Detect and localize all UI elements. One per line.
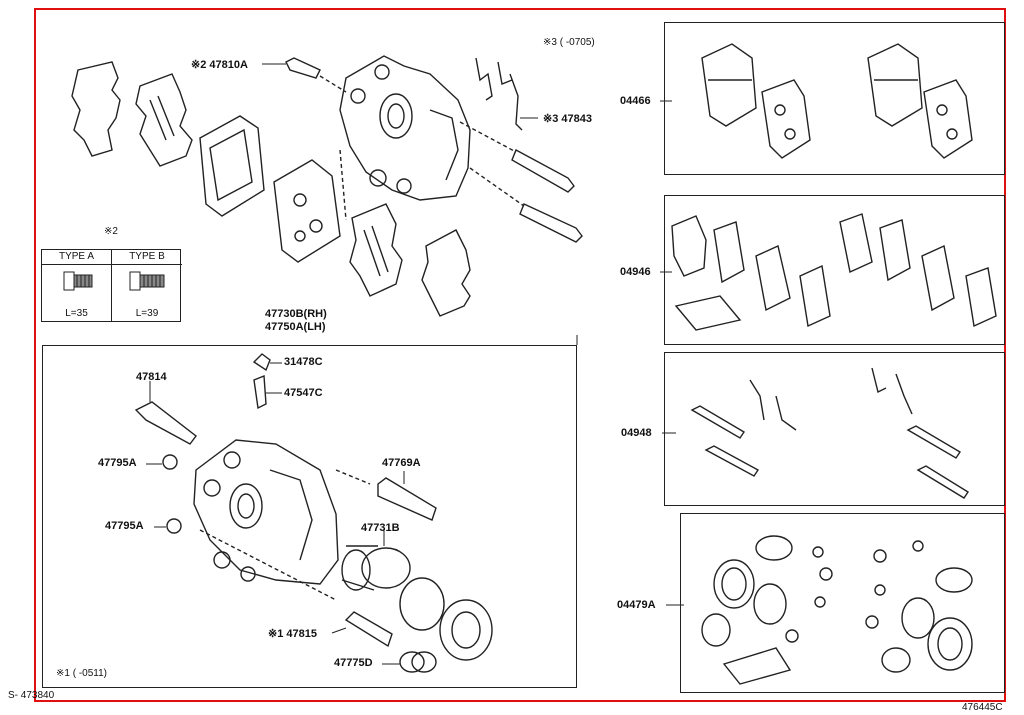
pin-icon (344, 611, 393, 648)
label-47547c: 47547C (284, 387, 323, 399)
brake-pad-icon (701, 43, 757, 127)
caliper-assembly-box (42, 345, 577, 688)
bleeder-screw-icon (253, 374, 267, 410)
bolt-type-table: TYPE A L=35 TYPE B L=39 (41, 249, 182, 322)
kit-label-04479a: 04479A (617, 599, 656, 611)
kit-04479-box (680, 513, 1005, 693)
note-top: ※3 ( -0705) (543, 37, 595, 48)
label-47810a: ※2 47810A (191, 59, 248, 71)
label-47730b: 47730B(RH) (265, 308, 327, 320)
label-47843: ※3 47843 (543, 113, 592, 125)
kit-label-04948: 04948 (621, 427, 652, 439)
clip-icon (475, 57, 523, 131)
diagram-frame (34, 8, 1006, 702)
type-a-label: TYPE A (42, 250, 111, 265)
kit-label-04466: 04466 (620, 95, 651, 107)
bolt-icon (285, 57, 321, 79)
seal-kit-icon (701, 535, 973, 685)
pin-set-icon (690, 367, 969, 499)
label-47795a-1: 47795A (98, 457, 137, 469)
bleeder-cap-icon (252, 353, 271, 372)
label-47731b: 47731B (361, 522, 400, 534)
label-47815: ※1 47815 (268, 628, 317, 640)
label-47750a: 47750A(LH) (265, 321, 326, 333)
shim-icon (923, 79, 973, 159)
kit-label-04946: 04946 (620, 266, 651, 278)
piston-boot-icon (439, 599, 493, 661)
shim-set-icon (671, 213, 997, 331)
label-47814: 47814 (136, 371, 167, 383)
label-31478c: 31478C (284, 356, 323, 368)
slide-pin-icon (377, 477, 437, 521)
caliper-mount-icon (339, 55, 471, 201)
label-47769a: 47769A (382, 457, 421, 469)
type-a-length: L=35 (65, 308, 88, 319)
brake-pad-icon (273, 159, 341, 263)
type-b-cell: TYPE B L=39 (112, 250, 182, 321)
type-b-label: TYPE B (112, 250, 182, 265)
washer-icon (162, 454, 178, 470)
bushing-icon (399, 651, 437, 673)
type-b-bolt-icon (129, 271, 165, 291)
brake-pad-icon (199, 115, 265, 217)
footer-left: S- 473840 (8, 690, 55, 701)
label-47775d: 47775D (334, 657, 373, 669)
shim-icon (421, 229, 471, 317)
type-ref-mark: ※2 (104, 226, 118, 237)
piston-icon (341, 545, 411, 591)
kit-04946-box (664, 195, 1005, 345)
shim-icon (135, 73, 193, 167)
guide-pin-icon (511, 149, 575, 193)
kit-04948-box (664, 352, 1005, 506)
type-b-length: L=39 (135, 308, 159, 319)
guide-pin-icon (519, 203, 583, 243)
bolt-icon (134, 401, 197, 445)
type-a-cell: TYPE A L=35 (42, 250, 112, 321)
kit-04466-box (664, 22, 1005, 175)
shim-icon (761, 79, 811, 159)
brake-pad-icon (867, 43, 923, 127)
note-bottom: ※1 ( -0511) (56, 668, 107, 679)
label-47795a-2: 47795A (105, 520, 144, 532)
caliper-body-icon (193, 439, 339, 585)
seal-ring-icon (399, 577, 445, 631)
footer-right: 476445C (962, 702, 1003, 713)
shim-icon (349, 203, 403, 297)
shim-icon (71, 61, 121, 157)
type-a-bolt-icon (63, 271, 93, 291)
washer-icon (166, 518, 182, 534)
